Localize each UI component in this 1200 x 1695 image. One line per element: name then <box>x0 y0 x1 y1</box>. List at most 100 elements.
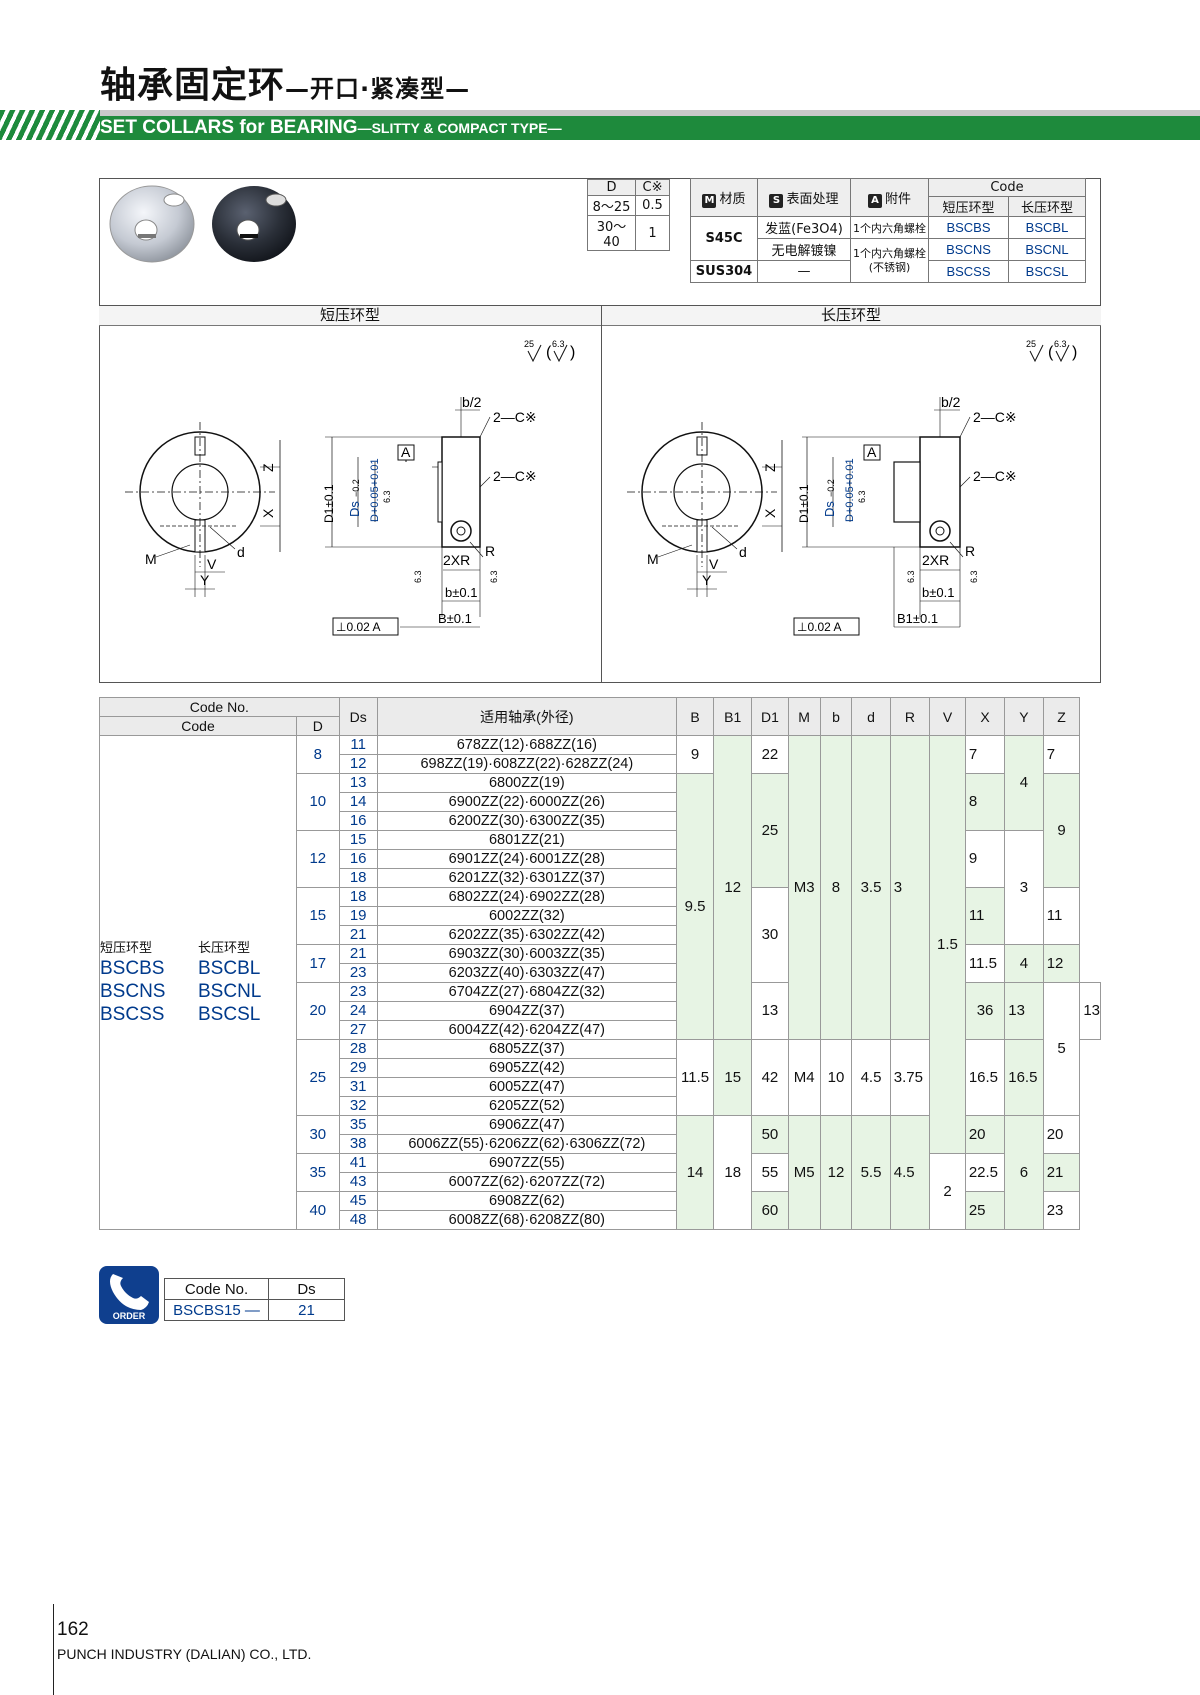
material-sus304: SUS304 <box>690 260 758 283</box>
dim-2xr: 2XR <box>443 552 470 568</box>
bearing-cell: 6006ZZ(55)·6206ZZ(62)·6306ZZ(72) <box>376 1134 677 1154</box>
roughness-mark: 25 ( 6.3 ) <box>1026 339 1077 363</box>
ds-cell: 43 <box>338 1172 378 1192</box>
d-small-cell: 4.5 <box>851 1039 891 1116</box>
z-cell: 20 <box>1042 1115 1081 1154</box>
r-cell: 3.75 <box>889 1039 931 1116</box>
d-small-cell: 3.5 <box>851 735 891 1040</box>
datum-a: A <box>867 444 877 460</box>
table-row: 24 6904ZZ(37) <box>100 1001 1101 1021</box>
ds-cell: 15 <box>338 830 378 850</box>
short-type-drawing: 25 ( 6.3 ) Z X Y V M d b/2 <box>125 339 575 636</box>
d1-cell: 60 <box>751 1191 789 1230</box>
svg-text:6.3: 6.3 <box>552 339 565 349</box>
title-en-main: SET COLLARS for BEARING <box>100 117 358 138</box>
dim-b-small: b±0.1 <box>445 585 477 600</box>
table-row: 40 45 6908ZZ(62) 60 25 23 <box>100 1191 1101 1230</box>
svg-text:(: ( <box>1048 344 1054 361</box>
h-ds: Ds <box>338 697 378 736</box>
ds-cell: 31 <box>338 1077 378 1097</box>
d-cell: 12 <box>296 830 340 888</box>
h-d-small: d <box>851 697 891 736</box>
material-row: SUS304 — BSCSS BSCSL <box>690 260 1086 283</box>
chamfer-c: 0.5 <box>635 195 670 216</box>
material-icon: M <box>702 193 717 208</box>
dim-y: Y <box>200 572 210 588</box>
bearing-cell: 6906ZZ(47) <box>376 1115 677 1135</box>
table-row: 38 6006ZZ(55)·6206ZZ(62)·6306ZZ(72) <box>100 1134 1101 1154</box>
y-cell: 5 <box>1042 982 1081 1116</box>
bearing-cell: 6002ZZ(32) <box>376 906 677 926</box>
dim-r: R <box>485 543 495 559</box>
front-view: Z X Y V M d <box>627 422 783 597</box>
accessory-value: 1个内六角螺栓(不锈钢) <box>850 238 929 283</box>
d-cell: 30 <box>296 1115 340 1154</box>
order-example-row: BSCBS15 — 21 <box>164 1299 345 1321</box>
chamfer-c: 1 <box>635 215 670 251</box>
d-cell: 40 <box>296 1191 340 1230</box>
b1-cell: 15 <box>713 1039 753 1116</box>
dim-d-tol: D+0.05+0.01 <box>369 458 381 522</box>
dim-b1: B1±0.1 <box>897 611 938 626</box>
chamfer-h-d: D <box>587 179 636 196</box>
accessory-icon: A <box>867 193 882 208</box>
material-subheader-row: 短压环型 长压环型 <box>691 196 1086 217</box>
v-cell: 1.5 <box>929 735 966 1154</box>
order-h-code-no: Code No. <box>164 1278 269 1300</box>
roughness-face: 6.3 <box>413 570 423 583</box>
d-cell: 20 <box>296 982 340 1040</box>
table-row: 48 6008ZZ(68)·6208ZZ(80) <box>100 1210 1101 1230</box>
dim-ds-tol: −0.2 <box>826 479 836 497</box>
y-cell: 6 <box>1004 1115 1044 1230</box>
dim-ds: Ds <box>822 501 837 517</box>
ds-cell: 41 <box>338 1153 378 1173</box>
chamfer-label-2: 2—C※ <box>973 468 1017 484</box>
bearing-cell: 6903ZZ(30)·6003ZZ(35) <box>376 944 677 964</box>
dim-d1: D1±0.1 <box>322 484 336 523</box>
bearing-cell: 6805ZZ(37) <box>376 1039 677 1059</box>
d-cell: 15 <box>296 887 340 945</box>
bearing-cell: 6007ZZ(62)·6207ZZ(72) <box>376 1172 677 1192</box>
h-code: Code <box>99 716 297 736</box>
ds-cell: 14 <box>338 792 378 812</box>
bearing-cell: 6202ZZ(35)·6302ZZ(42) <box>376 925 677 945</box>
m-cell: M5 <box>787 1115 821 1230</box>
page-number: 162 <box>57 1619 89 1640</box>
x-cell: 8 <box>964 773 1006 831</box>
h-b: B <box>675 697 715 736</box>
b-small-cell: 8 <box>819 735 853 1040</box>
chamfer-label-2: 2—C※ <box>493 468 537 484</box>
b-cell: 11.5 <box>675 1039 715 1116</box>
table-row: 31 6005ZZ(47) <box>100 1077 1101 1097</box>
b-small-cell: 12 <box>819 1115 853 1230</box>
y-cell: 4 <box>1004 944 1044 983</box>
ds-cell: 35 <box>338 1115 378 1135</box>
ds-cell: 21 <box>338 944 378 964</box>
ds-cell: 38 <box>338 1134 378 1154</box>
d1-cell: 50 <box>751 1115 789 1154</box>
ds-cell: 27 <box>338 1020 378 1040</box>
chamfer-label: 2—C※ <box>493 409 537 425</box>
b-cell: 14 <box>675 1115 715 1230</box>
bearing-cell: 6801ZZ(21) <box>376 830 677 850</box>
bearing-cell: 6201ZZ(32)·6301ZZ(37) <box>376 868 677 888</box>
title-en-sub: —SLITTY & COMPACT TYPE— <box>357 120 562 136</box>
code-long: BSCNL <box>1008 238 1086 261</box>
long-type-label: 长压环型 <box>601 306 1101 326</box>
ds-cell: 24 <box>338 1001 378 1021</box>
y-cell: 3 <box>1004 830 1044 945</box>
h-short: 短压环型 <box>928 196 1009 217</box>
side-view: b/2 2—C※ 2—C※ A D1±0.1 Ds −0.2 D+0.05+0.… <box>793 394 1017 636</box>
dim-v: V <box>709 556 719 572</box>
material-s45c: S45C <box>690 216 758 261</box>
x-cell: 25 <box>964 1191 1006 1230</box>
ds-cell: 45 <box>338 1191 378 1211</box>
b1-cell-2: 13 <box>751 982 789 1040</box>
surface-value: — <box>757 260 851 283</box>
dim-b-half: b/2 <box>941 394 961 410</box>
order-label: ORDER <box>113 1311 146 1321</box>
bearing-cell: 6800ZZ(19) <box>376 773 677 793</box>
bearing-cell: 698ZZ(19)·608ZZ(22)·628ZZ(24) <box>376 754 677 774</box>
